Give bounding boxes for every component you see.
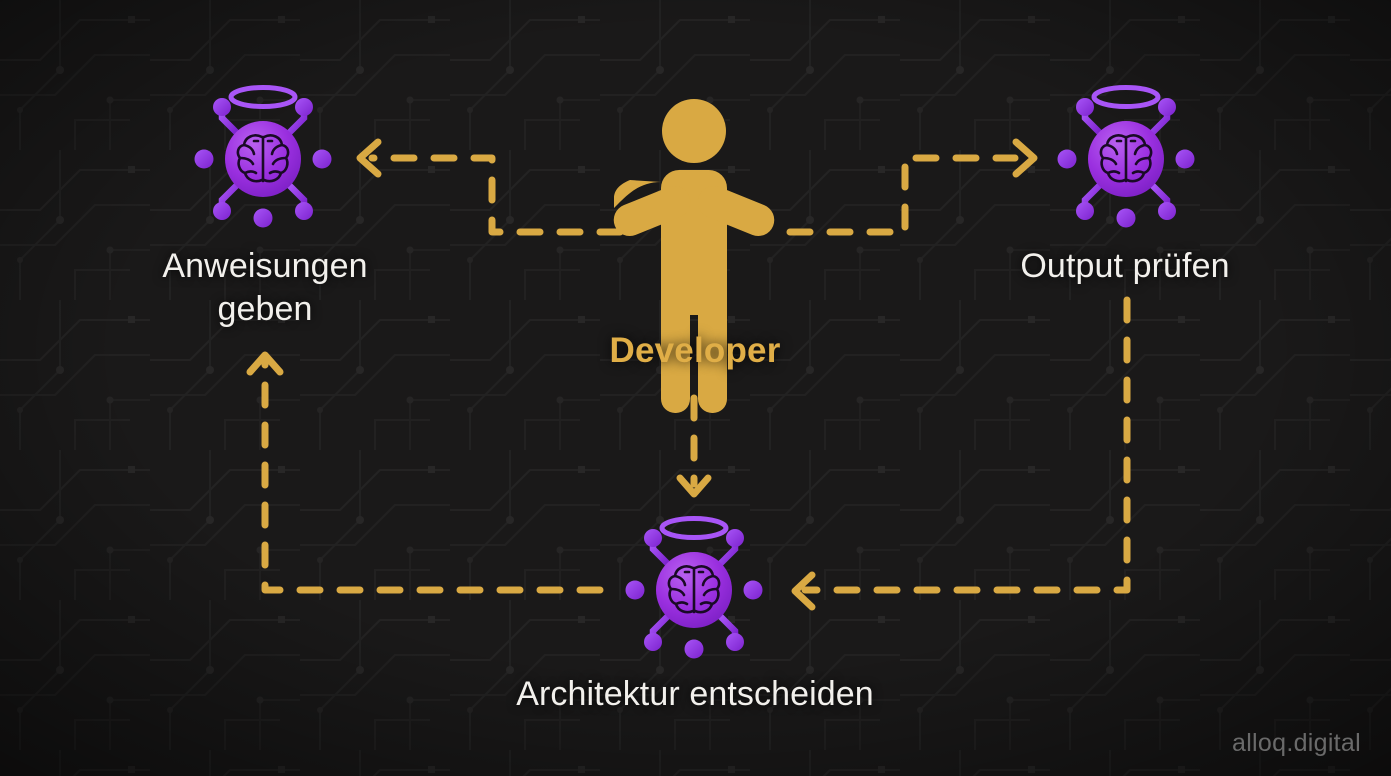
connector-developer-to-anweisungen [368, 154, 624, 236]
connector-developer-to-output [786, 154, 1019, 236]
arrowhead-left-architektur [791, 571, 816, 611]
icon-developer-person[interactable] [609, 99, 784, 413]
connector-architektur-to-anweisungen [261, 358, 604, 594]
watermark-text: alloq.digital [1232, 729, 1361, 757]
arrowhead-right-output [1012, 138, 1038, 178]
node-label-anweisungen-geben: Anweisungen geben [162, 247, 368, 328]
node-label-architektur-entscheiden: Architektur entscheiden [516, 675, 874, 713]
node-label-output-pruefen: Output prüfen [1020, 247, 1230, 285]
actor-label-developer: Developer [609, 331, 781, 370]
arrowhead-up-anweisungen [246, 351, 284, 376]
arrowhead-left-anweisungen [356, 138, 382, 178]
icon-ai-agent-architektur[interactable] [626, 519, 763, 659]
arrowhead-down-architektur [676, 474, 712, 498]
icon-ai-agent-output[interactable] [1058, 88, 1195, 228]
icon-ai-agent-anweisungen[interactable] [195, 88, 332, 228]
connector-output-to-architektur [801, 296, 1131, 594]
